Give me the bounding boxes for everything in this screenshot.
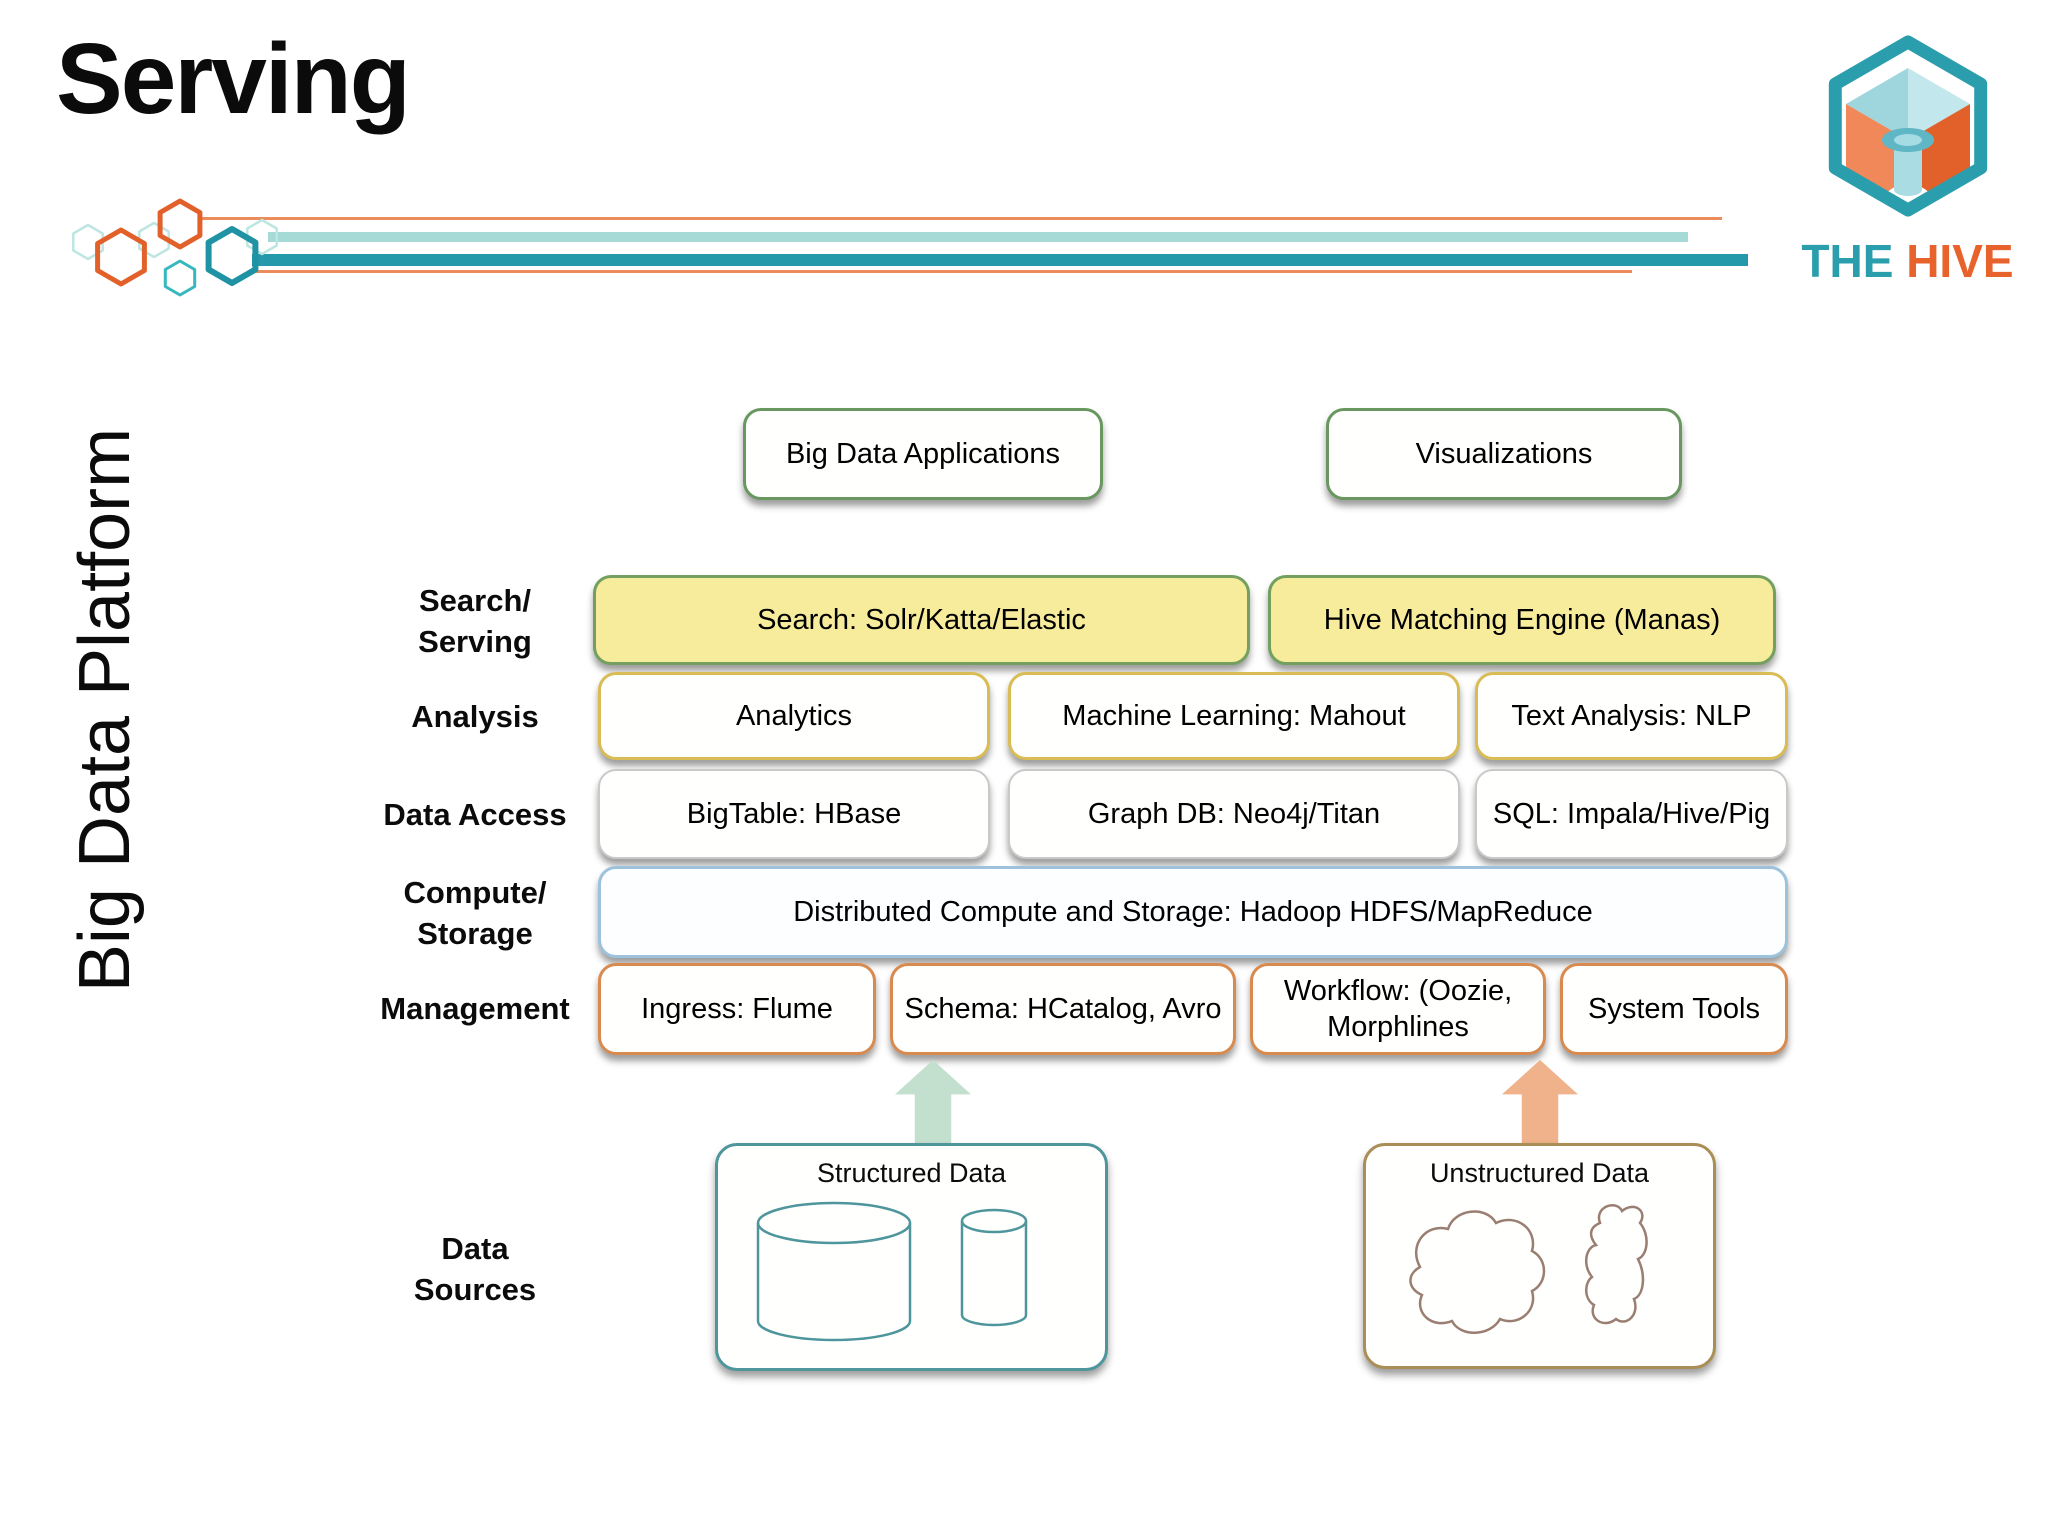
row-label-compute-line1: Compute/ bbox=[403, 875, 547, 910]
box-bigtable-hbase: BigTable: HBase bbox=[598, 769, 990, 859]
arrow-unstructured-up-icon bbox=[1502, 1060, 1578, 1146]
box-distributed-compute-storage: Distributed Compute and Storage: Hadoop … bbox=[598, 866, 1788, 958]
structured-data-panel: Structured Data bbox=[715, 1143, 1108, 1371]
box-sql-impala-hive-pig: SQL: Impala/Hive/Pig bbox=[1475, 769, 1788, 859]
side-label-big-data-platform: Big Data Platform bbox=[65, 427, 145, 993]
accent-line-teal-dark bbox=[252, 254, 1748, 266]
box-visualizations: Visualizations bbox=[1326, 408, 1682, 500]
box-machine-learning-mahout: Machine Learning: Mahout bbox=[1008, 672, 1460, 760]
box-big-data-applications: Big Data Applications bbox=[743, 408, 1103, 500]
box-hive-matching-engine: Hive Matching Engine (Manas) bbox=[1268, 575, 1776, 665]
hive-logo: THE HIVE bbox=[1795, 26, 2020, 288]
page-title: Serving bbox=[56, 23, 411, 135]
box-text-analysis-nlp: Text Analysis: NLP bbox=[1475, 672, 1788, 760]
row-label-data-access: Data Access bbox=[383, 797, 567, 832]
row-label-sources-line2: Sources bbox=[413, 1272, 537, 1307]
hive-cube-icon bbox=[1828, 35, 1987, 226]
row-label-analysis: Analysis bbox=[411, 699, 539, 734]
box-workflow-oozie-morphlines: Workflow: (Oozie, Morphlines bbox=[1250, 963, 1546, 1055]
row-label-search-line1: Search/ bbox=[418, 583, 531, 618]
box-search-solr-katta-elastic: Search: Solr/Katta/Elastic bbox=[593, 575, 1250, 665]
unstructured-data-panel: Unstructured Data bbox=[1363, 1143, 1716, 1369]
box-schema-hcatalog-avro: Schema: HCatalog, Avro bbox=[890, 963, 1236, 1055]
data-clouds-icon bbox=[1408, 1204, 1648, 1334]
row-label-search-line2: Serving bbox=[418, 624, 532, 659]
unstructured-data-title: Unstructured Data bbox=[1429, 1158, 1650, 1188]
brand-hive: HIVE bbox=[1906, 235, 2014, 287]
row-label-compute-storage: Compute/ Storage bbox=[330, 872, 620, 954]
database-cylinders-icon bbox=[756, 1201, 1027, 1342]
box-analytics: Analytics bbox=[598, 672, 990, 760]
brand-wordmark: THE HIVE bbox=[1795, 234, 2020, 288]
row-label-sources-line1: Data bbox=[441, 1231, 509, 1266]
row-label-data-sources: Data Sources bbox=[330, 1228, 620, 1310]
brand-the: THE bbox=[1801, 235, 1894, 287]
accent-line-teal-light bbox=[268, 232, 1688, 242]
hexagon-cluster-icon bbox=[72, 198, 278, 297]
accent-line-orange-top bbox=[200, 217, 1722, 220]
row-label-compute-line2: Storage bbox=[417, 916, 533, 951]
box-ingress-flume: Ingress: Flume bbox=[598, 963, 876, 1055]
box-graph-db-neo4j-titan: Graph DB: Neo4j/Titan bbox=[1008, 769, 1460, 859]
structured-data-title: Structured Data bbox=[816, 1158, 1007, 1188]
row-label-search-serving: Search/ Serving bbox=[330, 580, 620, 662]
box-system-tools: System Tools bbox=[1560, 963, 1788, 1055]
row-label-management: Management bbox=[380, 991, 570, 1026]
accent-line-orange-bottom bbox=[248, 270, 1632, 273]
arrow-structured-up-icon bbox=[895, 1060, 971, 1146]
